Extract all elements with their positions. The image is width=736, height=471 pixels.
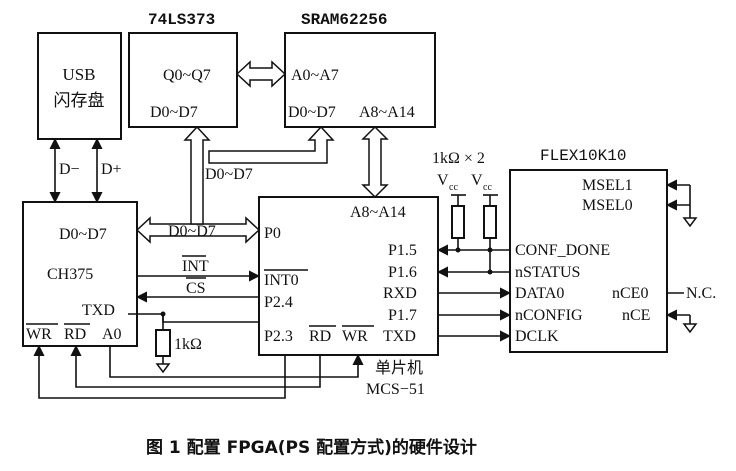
msel-ground-symbol [682, 217, 698, 228]
mcu-p23-pin: P2.3 [264, 328, 293, 345]
sram-a-low-pins: A0~A7 [291, 67, 339, 84]
ch375-a0-pin: A0 [102, 326, 122, 343]
addr-high-bus [361, 125, 389, 199]
int-label: INT [182, 258, 209, 275]
mcu-a-high-pins: A8~A14 [350, 204, 406, 221]
fpga-conf-done-pin: CONF_DONE [515, 242, 610, 259]
data-bus-label: D0~D7 [168, 223, 216, 240]
pullup-resistor-1 [451, 205, 465, 239]
ch375-name: CH375 [47, 266, 93, 283]
sram-bus-label: D0~D7 [205, 166, 253, 183]
pullup-label: 1kΩ × 2 [432, 150, 485, 167]
mcu-int0-pin: INT0 [264, 272, 299, 289]
vcc1-label: V [437, 172, 449, 189]
mcs51-box [258, 196, 439, 356]
data-bus-horizontal [135, 216, 261, 244]
mcu-p16-pin: P1.6 [388, 264, 417, 281]
mcu-label-cn: 单片机 [375, 358, 423, 377]
nstatus-junction [487, 269, 493, 275]
pullup-resistor-2 [483, 205, 497, 239]
mcu-wr-pin: WR [342, 328, 368, 345]
figure-caption: 图 1 配置 FPGA(PS 配置方式)的硬件设计 [146, 437, 477, 458]
fpga-nstatus-pin: nSTATUS [515, 264, 580, 281]
ch375-box [22, 201, 138, 347]
fpga-data0-pin: DATA0 [515, 285, 564, 302]
sram-62256-box [284, 32, 436, 128]
mcu-p24-pin: P2.4 [264, 294, 293, 311]
resistor-value: 1kΩ [174, 336, 202, 353]
ch375-wr-pin: WR [26, 326, 52, 343]
latch-title: 74LS373 [148, 11, 215, 29]
fpga-msel1-pin: MSEL1 [582, 177, 633, 194]
txd-to-mcu [162, 314, 259, 323]
ch375-d-pins: D0~D7 [59, 226, 107, 243]
a0-ctrl-line [109, 346, 364, 378]
sram-data-bus [208, 125, 335, 164]
sram-a-high-pins: A8~A14 [359, 104, 415, 121]
mcu-label-model: MCS−51 [366, 381, 425, 398]
mcu-rxd-pin: RXD [383, 285, 417, 302]
mcu-rd-pin: RD [309, 328, 331, 345]
latch-74ls373-box [128, 32, 238, 128]
pullup2-cross [487, 247, 493, 253]
fpga-dclk-pin: DCLK [515, 328, 559, 345]
fpga-nc-label: N.C. [686, 285, 716, 302]
mcu-txd-pin: TXD [383, 328, 416, 345]
usb-label: USB [62, 65, 95, 84]
vcc2-sub: cc [483, 182, 492, 193]
usb-flash-label: 闪存盘 [54, 91, 105, 111]
nce-ground-symbol [682, 323, 698, 334]
d-plus-label: D+ [101, 161, 122, 178]
ch375-rd-pin: RD [64, 326, 86, 343]
rd-ctrl-line [70, 344, 321, 388]
addr-low-bus [235, 60, 287, 88]
mcu-p17-pin: P1.7 [388, 307, 417, 324]
fpga-msel0-pin: MSEL0 [582, 197, 633, 214]
ch375-txd-pin: TXD [82, 302, 115, 319]
d-minus-label: D− [59, 161, 80, 178]
fpga-title: FLEX10K10 [540, 147, 626, 165]
latch-q-pins: Q0~Q7 [163, 67, 211, 84]
fpga-nce-pin: nCE [622, 307, 650, 324]
mcu-p15-pin: P1.5 [388, 242, 417, 259]
fpga-nce0-pin: nCE0 [612, 285, 648, 302]
ground-symbol [155, 363, 171, 374]
cs-label: CS [186, 280, 206, 297]
conf-done-junction [455, 247, 461, 253]
latch-data-bus [183, 125, 211, 225]
vcc1-sub: cc [449, 182, 458, 193]
vcc2-label: V [471, 172, 483, 189]
sram-title: SRAM62256 [301, 11, 387, 29]
mcu-p0-pin: P0 [264, 225, 281, 242]
flex10k10-box [509, 169, 668, 353]
fpga-nconfig-pin: nCONFIG [515, 307, 583, 324]
txd-resistor [155, 329, 171, 357]
sram-d-pins: D0~D7 [288, 104, 336, 121]
usb-flash-box [37, 32, 122, 140]
latch-d-pins: D0~D7 [150, 104, 198, 121]
